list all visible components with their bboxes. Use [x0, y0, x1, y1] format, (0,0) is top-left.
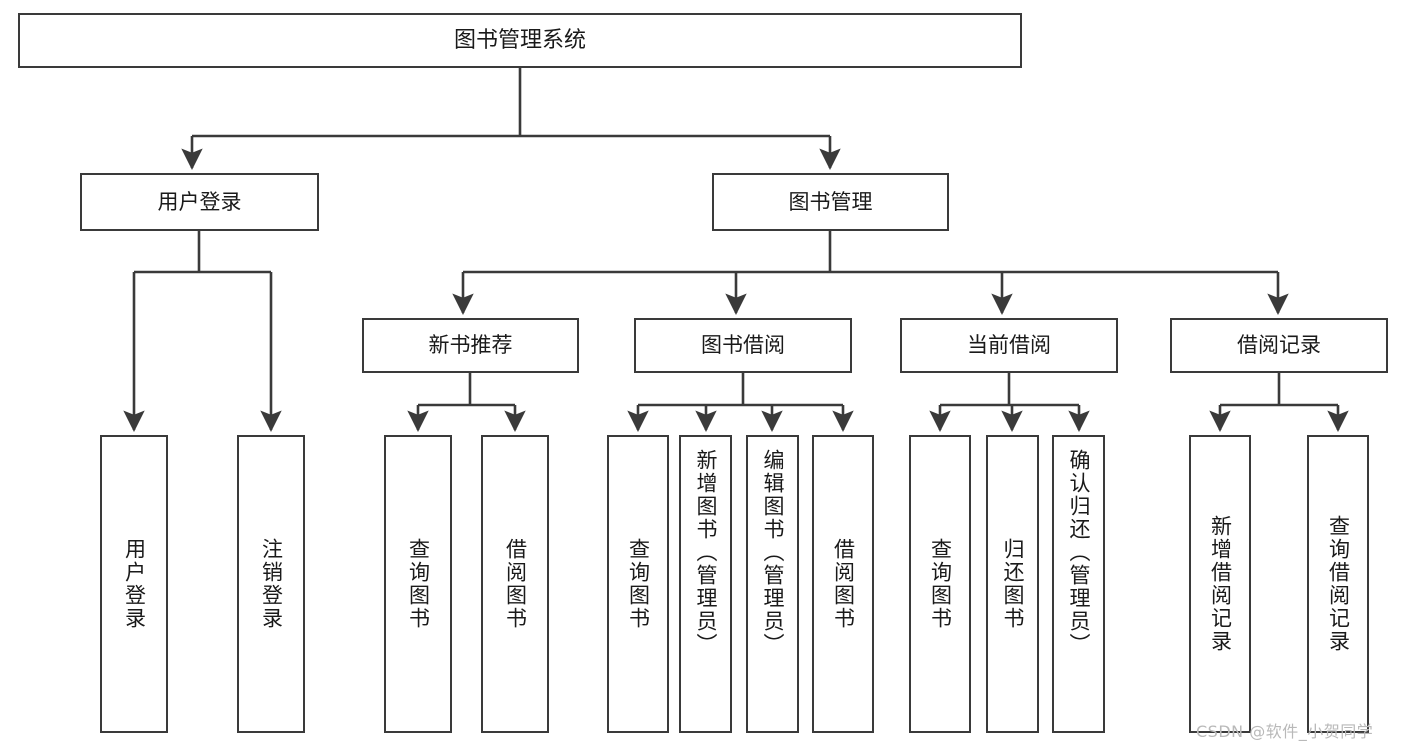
- node-book-borrow-label: 图书借阅: [701, 333, 785, 358]
- node-leaf-return-book-label: 归还图书: [1001, 538, 1025, 630]
- node-leaf-add-book[interactable]: 新增图书（管理员）: [679, 435, 732, 733]
- node-user-login[interactable]: 用户登录: [80, 173, 319, 231]
- node-root[interactable]: 图书管理系统: [18, 13, 1022, 68]
- node-leaf-add-book-label: 新增图书（管理员）: [694, 449, 718, 656]
- node-leaf-query-book-1[interactable]: 查询图书: [384, 435, 452, 733]
- node-new-book-rec[interactable]: 新书推荐: [362, 318, 579, 373]
- node-leaf-borrow-book-2-label: 借阅图书: [831, 538, 856, 630]
- node-leaf-user-login[interactable]: 用户登录: [100, 435, 168, 733]
- node-leaf-borrow-book-2[interactable]: 借阅图书: [812, 435, 874, 733]
- node-leaf-add-record[interactable]: 新增借阅记录: [1189, 435, 1251, 733]
- csdn-watermark: CSDN @软件_小贺同学: [1196, 722, 1374, 741]
- node-leaf-return-book[interactable]: 归还图书: [986, 435, 1039, 733]
- node-leaf-query-book-3-label: 查询图书: [928, 538, 953, 630]
- node-book-borrow[interactable]: 图书借阅: [634, 318, 852, 373]
- node-current-borrow-label: 当前借阅: [967, 333, 1051, 358]
- node-user-login-label: 用户登录: [157, 189, 242, 214]
- node-current-borrow[interactable]: 当前借阅: [900, 318, 1118, 373]
- node-book-manage-label: 图书管理: [788, 189, 873, 214]
- node-leaf-borrow-book-1[interactable]: 借阅图书: [481, 435, 549, 733]
- node-book-manage[interactable]: 图书管理: [712, 173, 949, 231]
- node-leaf-logout[interactable]: 注销登录: [237, 435, 305, 733]
- node-borrow-record-label: 借阅记录: [1237, 333, 1321, 358]
- node-root-label: 图书管理系统: [453, 27, 586, 53]
- node-leaf-confirm-return[interactable]: 确认归还（管理员）: [1052, 435, 1105, 733]
- node-leaf-user-login-label: 用户登录: [122, 538, 147, 630]
- node-leaf-edit-book[interactable]: 编辑图书（管理员）: [746, 435, 799, 733]
- node-borrow-record[interactable]: 借阅记录: [1170, 318, 1388, 373]
- node-leaf-query-book-1-label: 查询图书: [406, 538, 431, 630]
- node-leaf-borrow-book-1-label: 借阅图书: [503, 538, 528, 630]
- node-leaf-query-book-2[interactable]: 查询图书: [607, 435, 669, 733]
- node-leaf-edit-book-label: 编辑图书（管理员）: [761, 449, 785, 656]
- node-leaf-query-book-3[interactable]: 查询图书: [909, 435, 971, 733]
- node-leaf-add-record-label: 新增借阅记录: [1208, 515, 1233, 653]
- node-new-book-rec-label: 新书推荐: [428, 333, 513, 358]
- node-leaf-query-book-2-label: 查询图书: [626, 538, 651, 630]
- node-leaf-confirm-return-label: 确认归还（管理员）: [1067, 449, 1091, 656]
- node-leaf-query-record[interactable]: 查询借阅记录: [1307, 435, 1369, 733]
- node-leaf-query-record-label: 查询借阅记录: [1326, 515, 1351, 653]
- node-leaf-logout-label: 注销登录: [259, 538, 284, 630]
